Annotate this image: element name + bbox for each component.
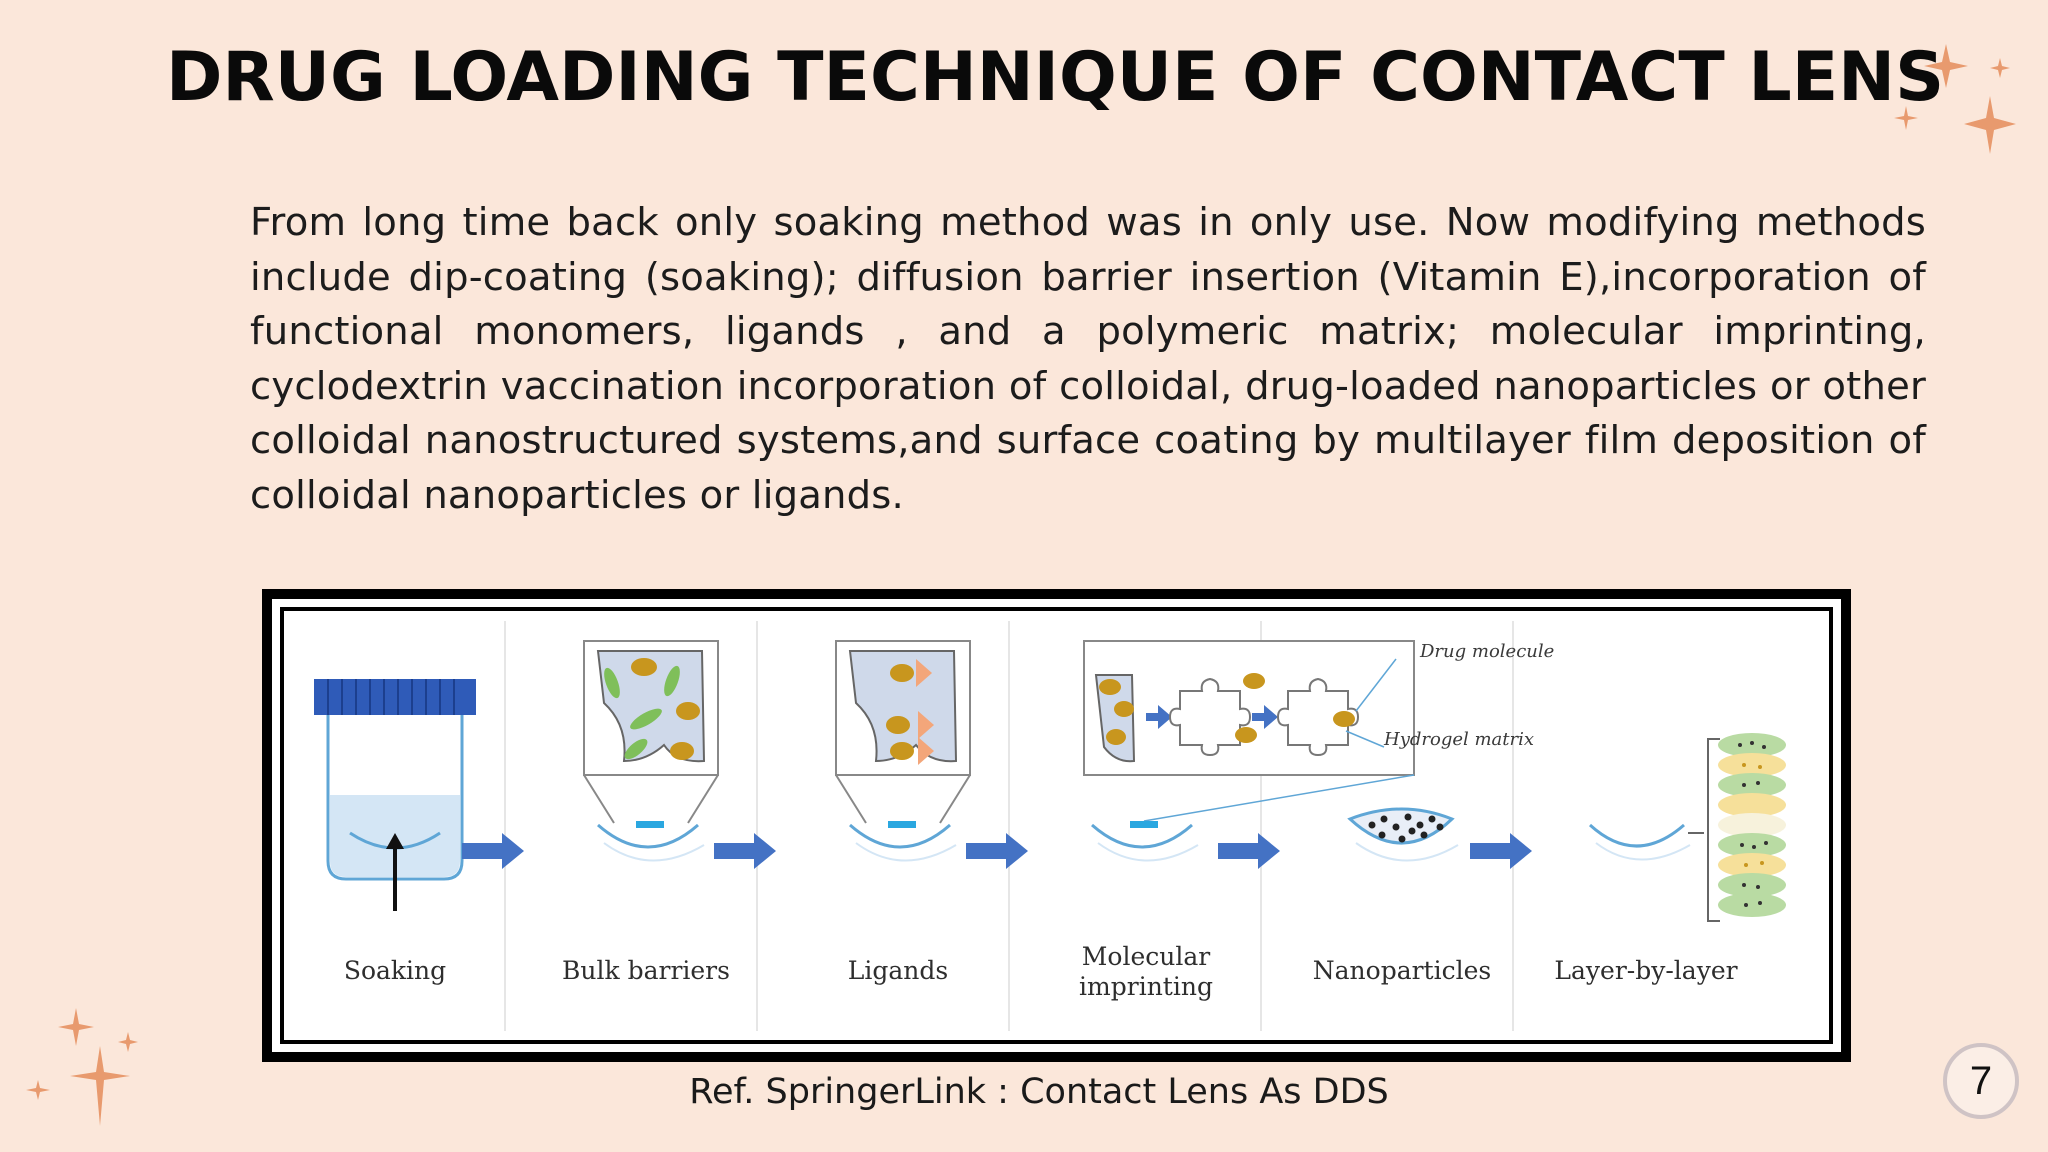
slide-title-text: DRUG LOADING TECHNIQUE OF CONTACT LENS <box>165 38 1945 117</box>
sparkle-icon <box>1894 44 2016 154</box>
step-label-nanoparticles: Nanoparticles <box>1313 956 1491 985</box>
step-label-molecular: Molecular <box>1082 942 1210 971</box>
vial-icon <box>314 679 476 911</box>
right-arrow-icon <box>462 833 1532 869</box>
sparkle-icon <box>26 1008 138 1126</box>
step-label-soaking: Soaking <box>344 956 446 985</box>
callout-hydrogel-matrix: Hydrogel matrix <box>1383 729 1534 750</box>
contact-lens-icon <box>1588 733 1786 922</box>
step-label-ligands: Ligands <box>848 956 948 985</box>
drug-loading-diagram: Drug molecule Hydrogel matrix <box>314 621 1786 1031</box>
figure-canvas: Drug molecule Hydrogel matrix <box>284 611 1829 1040</box>
slide-title: DRUG LOADING TECHNIQUE OF CONTACT LENS <box>0 38 2048 117</box>
page-number-badge: 7 <box>1943 1043 2019 1119</box>
step-label-imprinting: imprinting <box>1079 972 1213 1001</box>
reference-caption: Ref. SpringerLink : Contact Lens As DDS <box>689 1072 1389 1112</box>
contact-lens-icon <box>835 640 971 862</box>
callout-drug-molecule: Drug molecule <box>1419 641 1554 662</box>
body-paragraph: From long time back only soaking method … <box>250 200 1926 518</box>
step-label-layer-by-layer: Layer-by-layer <box>1554 956 1737 985</box>
step-label-bulk-barriers: Bulk barriers <box>562 956 730 985</box>
contact-lens-icon <box>583 640 719 862</box>
puzzle-piece-icon <box>1083 640 1415 862</box>
contact-lens-icon <box>1347 807 1459 862</box>
figure-frame: Drug molecule Hydrogel matrix <box>262 589 1851 1062</box>
